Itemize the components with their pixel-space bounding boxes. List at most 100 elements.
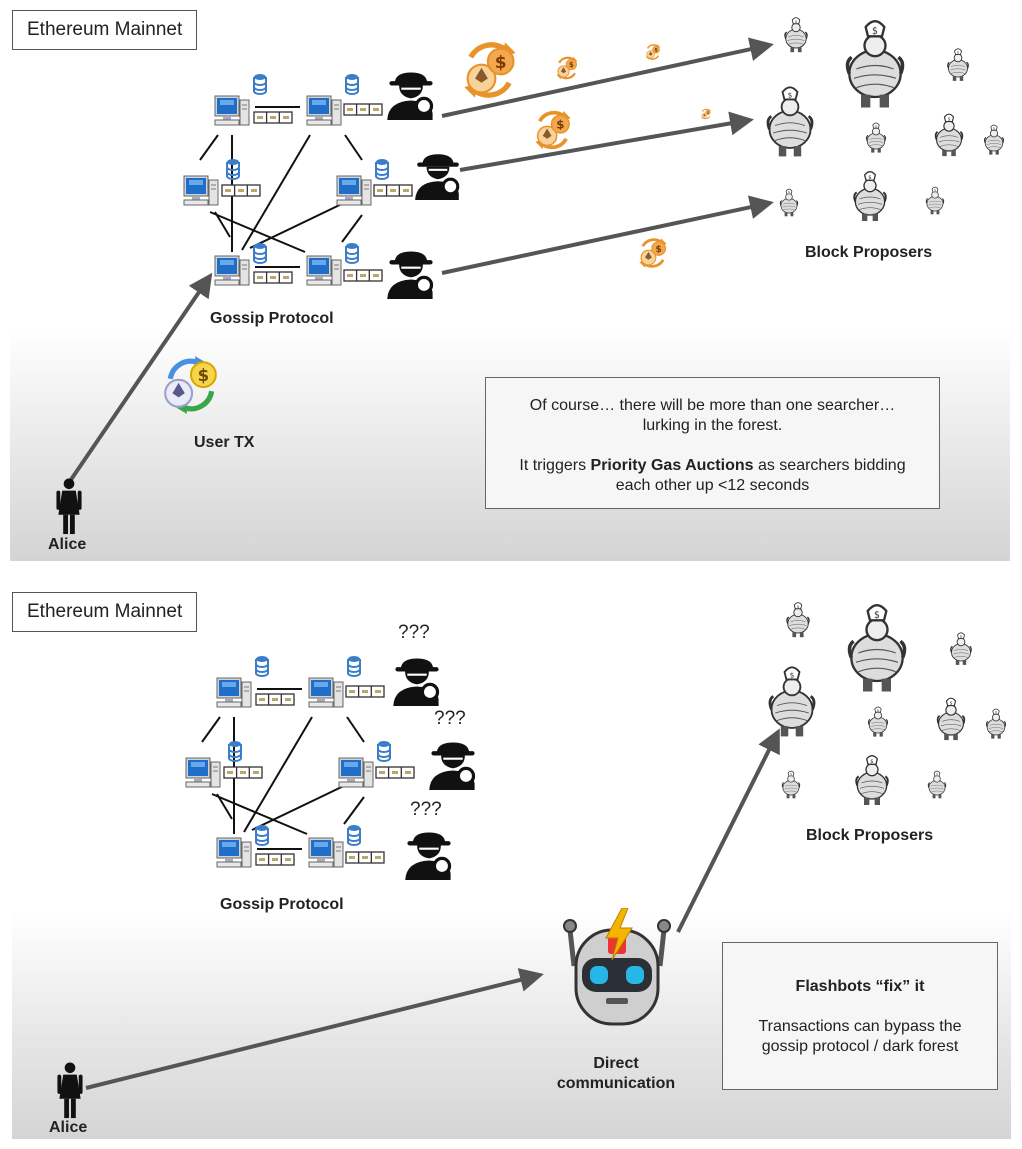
note-line: Of course… there will be more than one s… [529, 397, 896, 414]
searcher-icon [405, 832, 450, 880]
proposer-icon [781, 770, 801, 799]
eth-dollar-swap-icon [700, 108, 712, 120]
arrow-alice-to-network [66, 272, 213, 486]
searcher-arrows [66, 37, 774, 486]
proposer-icon [853, 170, 887, 222]
arrow-alice-to-flashbots [85, 968, 544, 1090]
mempool-icon [343, 103, 383, 116]
flashbots-robot-icon [564, 908, 670, 1024]
searcher-icon [387, 72, 432, 120]
direct-communication-label: Direct communication [556, 1055, 676, 1092]
network-links [199, 106, 363, 268]
proposer-icon [983, 124, 1005, 156]
computer-icon [306, 255, 342, 286]
searcher-icon [387, 251, 432, 299]
proposer-icon [845, 19, 905, 110]
gossip-network-diagram [56, 16, 1005, 535]
database-icon [347, 655, 361, 677]
proposer-icon [865, 122, 887, 154]
proposer-icon [847, 603, 907, 694]
network-title: Ethereum Mainnet [12, 10, 198, 50]
block-proposers-label: Block Proposers [806, 827, 934, 844]
block-proposers [768, 601, 1007, 806]
note-line: It triggers Priority Gas Auctions as sea… [519, 457, 906, 474]
mempool-icon [253, 271, 293, 284]
computer-icon [338, 757, 374, 788]
gossip-protocol-label: Gossip Protocol [220, 896, 344, 913]
question-marks: ??? [398, 622, 430, 643]
gossip-protocol-label: Gossip Protocol [210, 310, 334, 327]
database-icon [375, 158, 389, 180]
mempool-icon [221, 184, 261, 197]
block-proposers [766, 16, 1005, 222]
proposer-icon [784, 16, 808, 53]
database-icon [228, 740, 242, 762]
computer-icon [216, 837, 252, 868]
note-title: Flashbots “fix” it [795, 978, 925, 995]
note-line: each other up <12 seconds [615, 477, 810, 494]
proposer-icon [766, 85, 814, 158]
arrow-searcher-to-proposer [441, 37, 774, 118]
database-icon [255, 824, 269, 846]
question-marks: ??? [434, 708, 466, 729]
computer-icon [308, 677, 344, 708]
searcher-icon [429, 742, 474, 790]
arrow-searcher-to-proposer [459, 111, 754, 172]
mempool-icon [375, 766, 415, 779]
user-tx-label: User TX [194, 434, 255, 451]
arrow-searcher-to-proposer [441, 195, 774, 275]
database-icon [347, 824, 361, 846]
direct-arrows [85, 728, 780, 1090]
database-icon [345, 73, 359, 95]
eth-dollar-swap-icon [555, 55, 579, 81]
pga-note: Of course… there will be more than one s… [485, 377, 940, 509]
gossip-nodes [185, 655, 415, 868]
eth-dollar-swap-icon [637, 236, 669, 270]
mempool-icon [223, 766, 263, 779]
computer-icon [183, 175, 219, 206]
eth-dollar-swap-icon [464, 42, 515, 97]
user-tx-icon [165, 356, 216, 414]
panel-public-mempool: Ethereum Mainnet Gossip Protocol User TX… [10, 10, 1010, 561]
eth-dollar-swap-icon [533, 109, 573, 151]
computer-icon [214, 95, 250, 126]
note-line: Transactions can bypass the [758, 1018, 962, 1035]
eth-dollar-swap-icon [645, 43, 661, 61]
flashbots-note: Flashbots “fix” it Transactions can bypa… [722, 942, 998, 1090]
database-icon [377, 740, 391, 762]
proposer-icon [985, 708, 1007, 740]
computer-icon [336, 175, 372, 206]
block-proposers-label: Block Proposers [805, 244, 933, 261]
proposer-icon [927, 770, 947, 799]
mempool-icon [345, 851, 385, 864]
computer-icon [306, 95, 342, 126]
computer-icon [214, 255, 250, 286]
mempool-icon [255, 693, 295, 706]
proposer-icon [779, 188, 799, 217]
alice-label: Alice [49, 1119, 88, 1136]
note-line: lurking in the forest. [642, 417, 783, 434]
panel-flashbots: Ethereum Mainnet ??? ??? ??? Gossip Prot… [12, 592, 1011, 1139]
note-line: gossip protocol / dark forest [761, 1038, 959, 1055]
database-icon [345, 242, 359, 264]
database-icon [255, 655, 269, 677]
proposer-icon [855, 754, 889, 806]
database-icon [253, 73, 267, 95]
mempool-icon [255, 853, 295, 866]
computer-icon [185, 757, 221, 788]
alice-label: Alice [48, 536, 87, 553]
proposer-icon [925, 186, 945, 215]
computer-icon [216, 677, 252, 708]
proposer-icon [786, 601, 810, 638]
mempool-icon [373, 184, 413, 197]
database-icon [226, 158, 240, 180]
arrow-flashbots-to-proposer [676, 728, 780, 933]
proposer-icon [867, 706, 889, 738]
proposer-icon [950, 632, 972, 666]
person-icon [57, 1062, 83, 1119]
proposer-icon [934, 113, 964, 158]
database-icon [253, 242, 267, 264]
computer-icon [308, 837, 344, 868]
proposer-icon [947, 48, 969, 82]
question-marks: ??? [410, 799, 442, 820]
